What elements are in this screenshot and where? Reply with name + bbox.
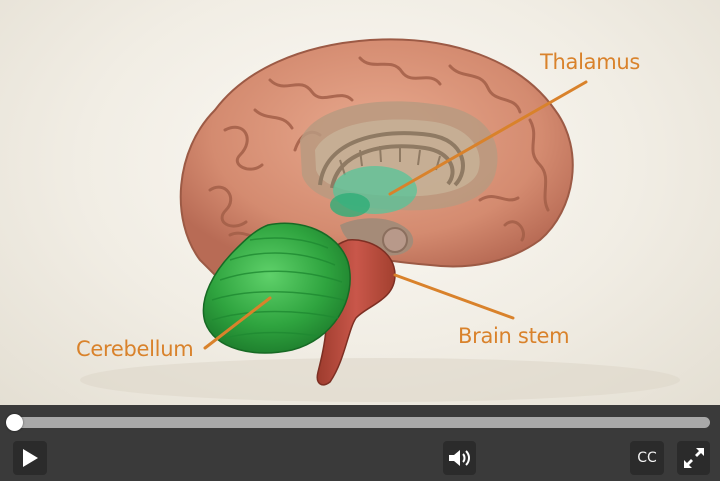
video-frame[interactable]: Thalamus Cerebellum Brain stem bbox=[0, 0, 720, 405]
fullscreen-icon bbox=[683, 448, 704, 468]
volume-button[interactable] bbox=[443, 441, 476, 475]
captions-button[interactable]: CC bbox=[630, 441, 664, 475]
fullscreen-button[interactable] bbox=[677, 441, 710, 475]
progress-bar[interactable] bbox=[6, 414, 710, 431]
thalamus-label: Thalamus bbox=[540, 50, 641, 74]
progress-handle[interactable] bbox=[6, 414, 23, 431]
captions-label: CC bbox=[637, 450, 657, 466]
cerebellum-label: Cerebellum bbox=[76, 337, 194, 361]
thalamus-leader-line bbox=[388, 80, 588, 196]
play-button[interactable] bbox=[13, 441, 47, 475]
play-icon bbox=[23, 449, 38, 467]
cerebellum-leader-line bbox=[203, 296, 272, 350]
brain-illustration bbox=[80, 38, 680, 402]
control-bar: CC bbox=[0, 405, 720, 481]
brain-stem-label: Brain stem bbox=[458, 324, 570, 348]
brain-stem-leader-line bbox=[393, 273, 515, 320]
volume-icon bbox=[448, 450, 470, 466]
